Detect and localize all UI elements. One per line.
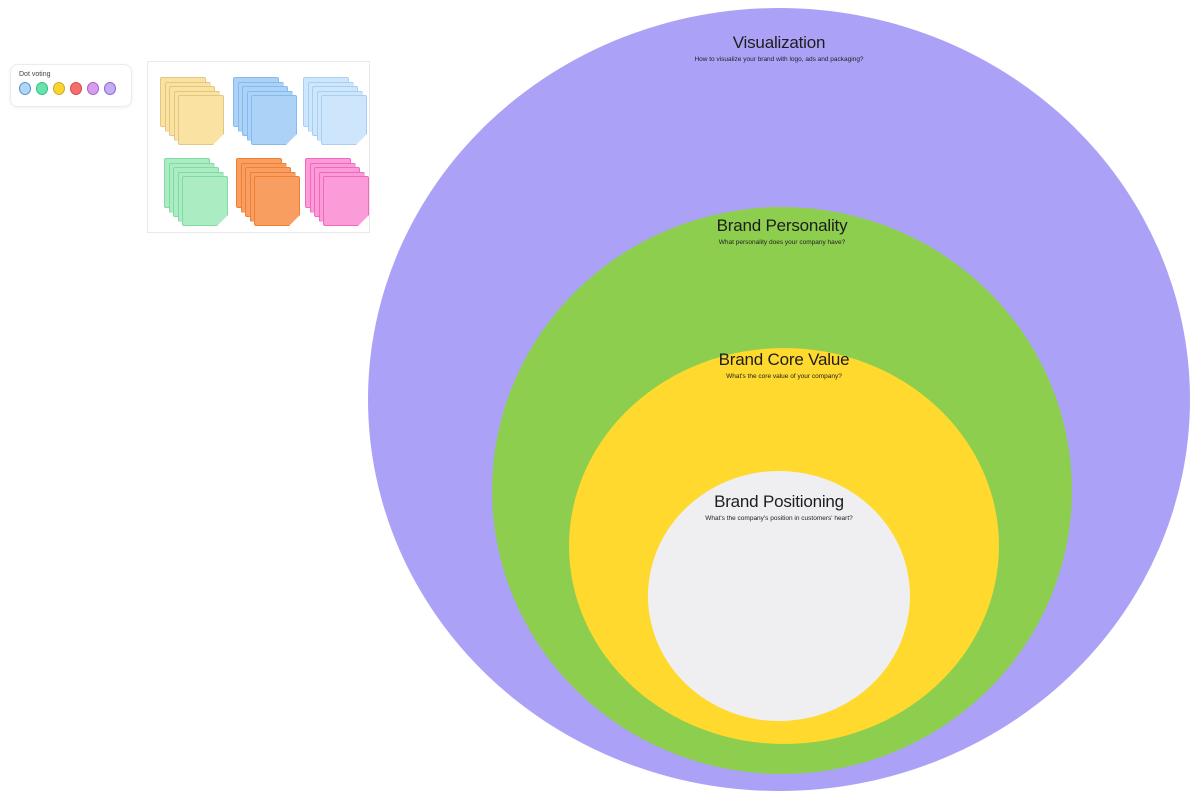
sticky-sheet [178,95,224,145]
vote-dot-red[interactable] [70,82,82,95]
ring-subtitle: What's the core value of your company? [726,373,842,380]
sticky-stack-pink[interactable] [305,158,371,228]
vote-dot-lavender[interactable] [104,82,116,95]
vote-dot-blue[interactable] [19,82,31,95]
vote-dot-green[interactable] [36,82,48,95]
sticky-sheet [323,176,369,226]
ring-brand-personality-label: Brand Personality What personality does … [717,216,848,246]
vote-dot-orchid[interactable] [87,82,99,95]
sticky-stack-yellow[interactable] [160,77,226,147]
dot-voting-dots [19,82,124,95]
dot-voting-panel: Dot voting [10,64,132,107]
sticky-sheet [182,176,228,226]
dot-voting-label: Dot voting [19,71,51,78]
ring-title: Brand Core Value [718,350,850,369]
ring-title: Visualization [732,33,826,52]
ring-subtitle: What's the company's position in custome… [705,515,853,522]
sticky-sheet [254,176,300,226]
sticky-stack-light-blue[interactable] [303,77,369,147]
vote-dot-yellow[interactable] [53,82,65,95]
ring-title: Brand Positioning [714,492,844,511]
ring-subtitle: How to visualize your brand with logo, a… [694,56,864,63]
ring-brand-positioning[interactable]: Brand Positioning What's the company's p… [648,471,910,721]
sticky-stack-orange[interactable] [236,158,302,228]
ring-subtitle: What personality does your company have? [718,239,846,246]
ring-visualization-label: Visualization How to visualize your bran… [694,33,863,63]
sticky-notes-panel [147,61,370,233]
ring-brand-positioning-label: Brand Positioning What's the company's p… [705,492,853,522]
ring-title: Brand Personality [716,216,848,235]
sticky-stack-green[interactable] [164,158,230,228]
sticky-stack-blue[interactable] [233,77,299,147]
ring-brand-core-value-label: Brand Core Value What's the core value o… [719,350,850,380]
sticky-sheet [251,95,297,145]
sticky-sheet [321,95,367,145]
